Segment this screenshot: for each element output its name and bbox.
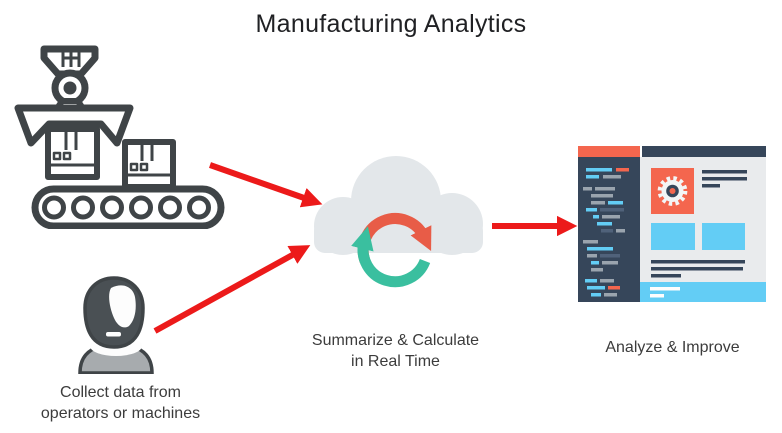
collect-label-line2: operators or machines [40, 404, 201, 422]
sync-arrow-bottom [351, 226, 431, 288]
analytics-dashboard-graphic [578, 146, 766, 302]
collect-label-line1: Collect data from [60, 384, 181, 401]
operator-face [109, 285, 136, 328]
code-lines [583, 168, 629, 297]
summarize-label-line2: in Real Time [351, 352, 440, 370]
robotic-gripper-conveyor-graphic [14, 45, 225, 229]
cardboard-box-1 [45, 126, 100, 180]
cardboard-box-2 [122, 139, 176, 190]
gear-card [651, 168, 694, 214]
analyze-label: Analyze & Improve [570, 338, 775, 359]
summarize-label-line1: Summarize & Calculate [311, 332, 480, 349]
paragraph-lines [651, 260, 745, 278]
operator-graphic [78, 276, 154, 374]
gear-icon [657, 176, 688, 206]
chart-placeholder-2 [702, 223, 745, 250]
conveyor-belt [31, 185, 225, 229]
summarize-label: Summarize & Calculate in Real Time [278, 331, 513, 373]
robotic-gripper-conveyor-icon [13, 44, 225, 229]
analyze-label-line1: Analyze & Improve [605, 339, 740, 356]
dashboard-sidebar-header [578, 146, 640, 157]
gripper-claw [14, 104, 134, 147]
page-title: Manufacturing Analytics [255, 10, 527, 38]
heading-lines [702, 170, 747, 188]
chart-placeholder-1 [651, 223, 695, 250]
cloud-shape [314, 156, 483, 255]
collect-label: Collect data from operators or machines [18, 383, 223, 425]
operator-icon [77, 276, 157, 374]
dashboard-top-bar [642, 146, 766, 157]
dashboard-footer [640, 282, 766, 302]
arrow-operator-to-cloud [153, 245, 311, 334]
cloud-sync-icon [303, 150, 493, 295]
footer-lines [650, 287, 680, 298]
cloud-sync-graphic [314, 156, 483, 288]
analytics-dashboard-icon [578, 146, 766, 302]
operator-mouth [106, 332, 121, 337]
